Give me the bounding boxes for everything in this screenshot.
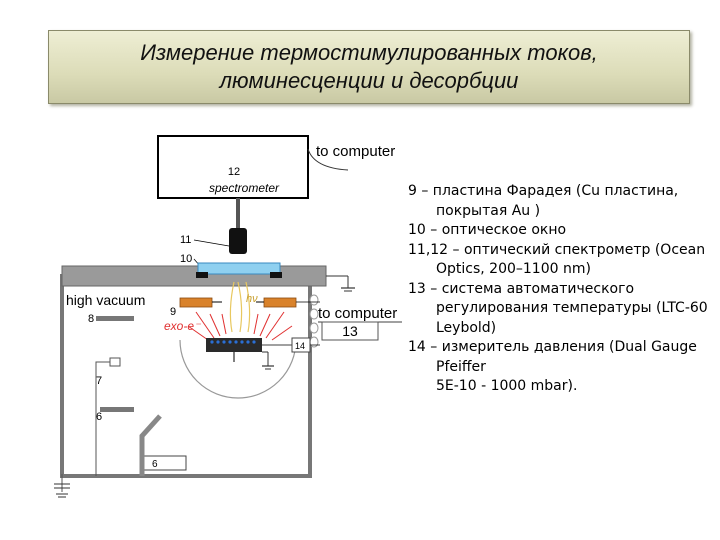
part-8: [96, 316, 134, 321]
spectrometer-box: [157, 135, 309, 199]
chamber-top-flange: [61, 265, 327, 287]
lens-11: [229, 228, 247, 254]
label-14: 14: [295, 341, 305, 351]
to-computer-side: to computer: [318, 305, 397, 322]
label-8: 8: [88, 313, 94, 325]
legend-item-9: 9 – пластина Фарадея (Cu пластина, покры…: [408, 183, 679, 219]
hv-label: hν: [246, 293, 258, 305]
label-9: 9: [170, 306, 176, 318]
window-clamp-right: [270, 272, 282, 278]
label-11: 11: [180, 234, 191, 246]
legend-item-13: 13 – система автоматического регулирован…: [408, 280, 708, 336]
sample-holder: [206, 338, 262, 352]
side-feedthroughs: [309, 294, 319, 348]
spectrometer-label: spectrometer: [209, 181, 280, 195]
optical-fiber: [236, 198, 240, 228]
computer-cable-top: [307, 148, 349, 171]
label-13: 13: [342, 323, 358, 339]
faraday-plate-left: [179, 297, 213, 308]
title-line-1: Измерение термостимулированных токов,: [140, 40, 598, 65]
part-7-bracket: [109, 357, 121, 367]
legend: 9 – пластина Фарадея (Cu пластина, покры…: [408, 182, 708, 397]
optical-window-10: [197, 262, 281, 275]
part-6-plate: [100, 407, 134, 412]
exo-electron-label: exo-e⁻: [164, 319, 202, 333]
part-6-box: [139, 455, 187, 471]
electron-rays: [187, 311, 293, 341]
label-7: 7: [96, 375, 102, 387]
faraday-plate-right: [263, 297, 297, 308]
shield-dome: [179, 339, 297, 399]
title-line-2: люминесценции и десорбции: [219, 68, 519, 93]
legend-item-14-range: 5E-10 - 1000 mbar).: [436, 378, 578, 394]
window-clamp-left: [196, 272, 208, 278]
label-6-box: 6: [152, 459, 158, 470]
legend-item-11-12: 11,12 – оптический спектрометр (Ocean Op…: [408, 241, 706, 278]
part-7-wire: [95, 361, 110, 476]
label-10: 10: [180, 253, 192, 265]
temperature-controller-13: [321, 321, 379, 341]
label-6: 6: [96, 411, 102, 423]
to-computer-top: to computer: [316, 143, 395, 160]
diagonal-pipe: [139, 414, 162, 476]
legend-item-10: 10 – оптическое окно: [408, 222, 567, 238]
legend-item-14: 14 – измеритель давления (Dual Gauge Pfe…: [408, 339, 697, 375]
title-box: Измерение термостимулированных токов, лю…: [48, 30, 690, 104]
sample-dots: [210, 340, 256, 344]
leader-11: [193, 239, 230, 247]
high-vacuum-label: high vacuum: [66, 292, 145, 308]
capacitor-ground-symbol: [54, 483, 70, 498]
spectrometer-number: 12: [228, 166, 240, 178]
pressure-gauge-14: [291, 337, 311, 353]
luminescence-rays: [229, 281, 251, 333]
